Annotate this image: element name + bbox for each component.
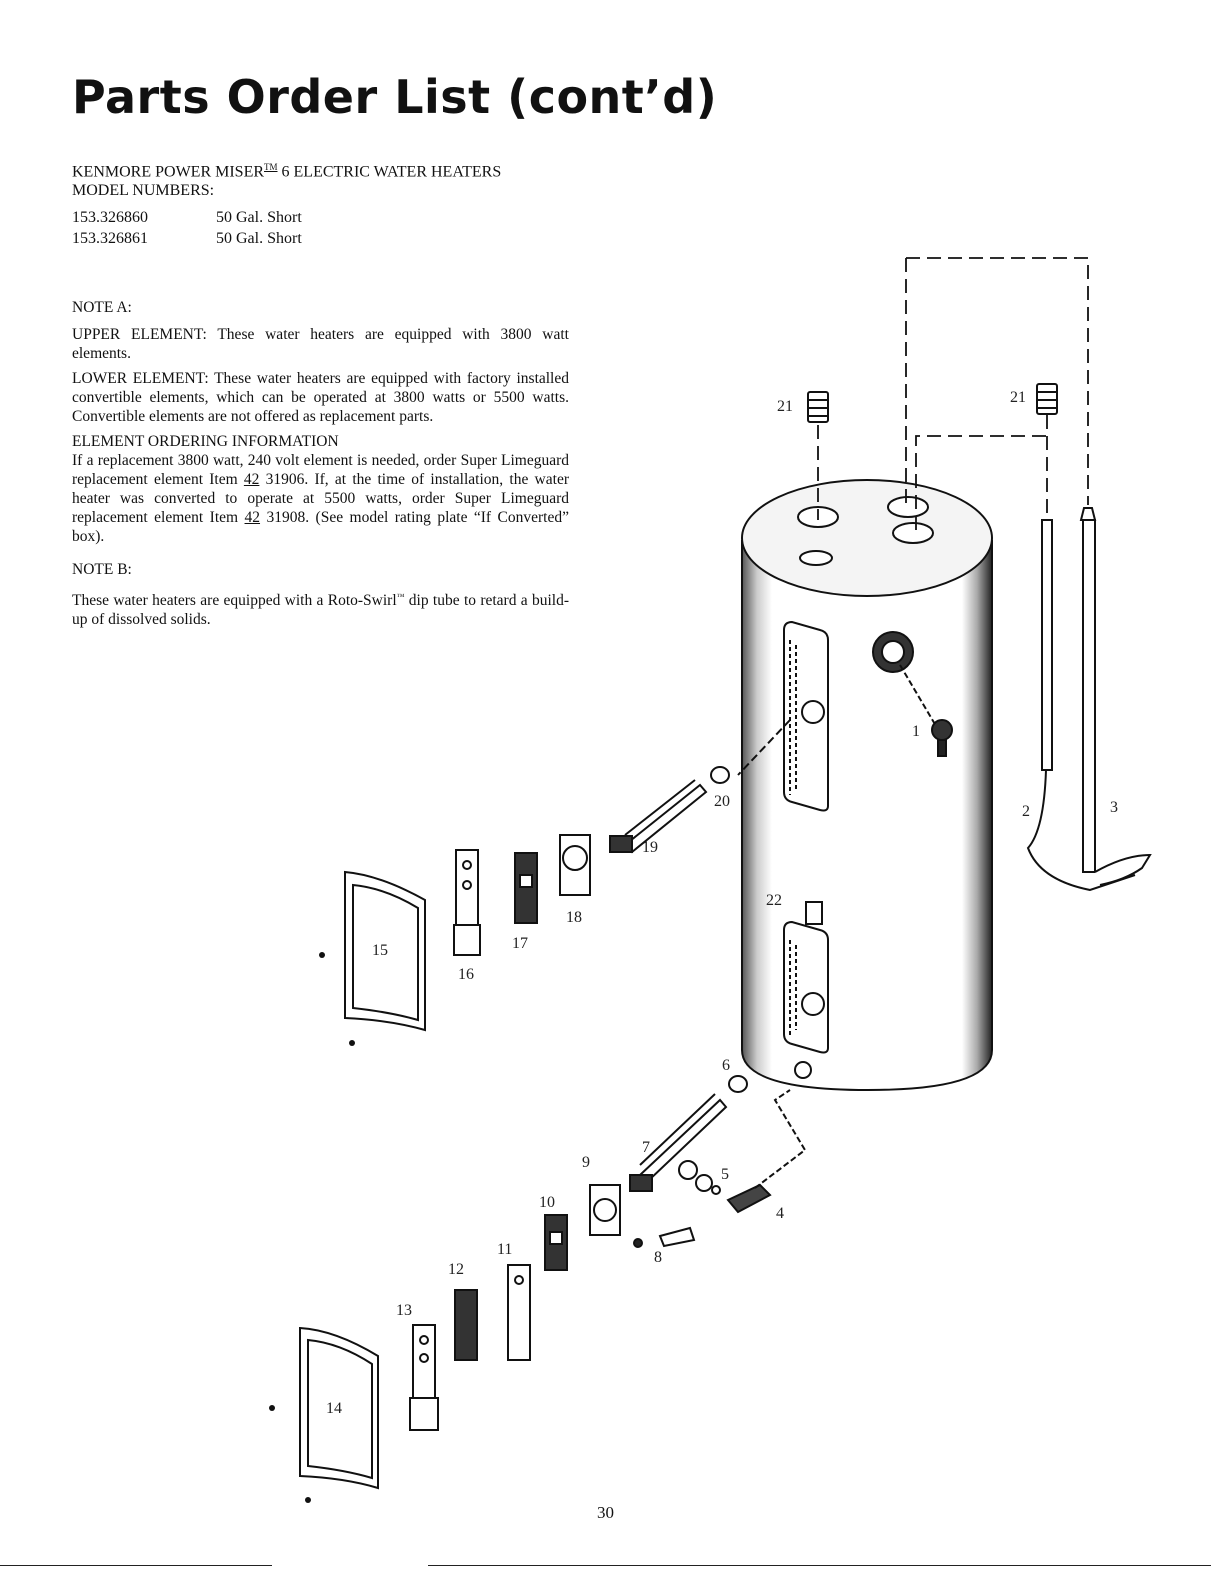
model-description: 50 Gal. Short	[216, 209, 302, 226]
water-heater-tank	[741, 479, 993, 1092]
upper-element-text: These water heaters are equipped with 38…	[72, 326, 569, 362]
model-list: 153.326860 50 Gal. Short 153.326861 50 G…	[72, 207, 302, 249]
label-part-20: 20	[714, 793, 730, 810]
label-part-15: 15	[372, 942, 388, 959]
label-part-9: 9	[582, 1154, 590, 1171]
note-b-text-a: These water heaters are equipped with a …	[72, 592, 397, 610]
upper-element-group	[344, 719, 791, 1032]
brand-line: KENMORE POWER MISERTM 6 ELECTRIC WATER H…	[72, 158, 501, 181]
ordering-text-1: If a replacement 3800 watt, 240 volt ele…	[72, 452, 569, 488]
product-heading: KENMORE POWER MISERTM 6 ELECTRIC WATER H…	[72, 158, 501, 200]
anode-rod	[1079, 507, 1152, 886]
relief-valve	[899, 664, 953, 757]
label-part-7: 7	[642, 1139, 650, 1156]
model-number: 153.326860	[72, 209, 148, 226]
dip-tube	[1026, 519, 1136, 892]
note-b-text: These water heaters are equipped with a …	[72, 587, 569, 629]
label-part-2: 2	[1022, 803, 1030, 820]
label-part-14: 14	[326, 1400, 342, 1417]
item-reference: 42	[244, 509, 261, 526]
trademark-mark: TM	[264, 162, 278, 172]
note-b-text-b: dip tube to retard a build-up of dissolv…	[72, 592, 570, 629]
label-part-11: 11	[497, 1241, 512, 1258]
label-part-18: 18	[566, 909, 582, 926]
label-part-16: 16	[458, 966, 474, 983]
notes-section: NOTE A: UPPER ELEMENT: These water heate…	[72, 298, 569, 635]
model-description: 50 Gal. Short	[216, 230, 302, 247]
upper-element-label: UPPER ELEMENT:	[72, 326, 207, 343]
footer-rule	[428, 1565, 1211, 1566]
upper-element-note: UPPER ELEMENT: These water heaters are e…	[72, 325, 569, 363]
label-part-8: 8	[654, 1249, 662, 1266]
lower-element-note: LOWER ELEMENT: These water heaters are e…	[72, 369, 569, 426]
label-part-10: 10	[539, 1194, 555, 1211]
label-part-3: 3	[1110, 799, 1118, 816]
ordering-text-3: 31908. (See model rating plate “If Conve…	[72, 509, 569, 545]
brand-name: KENMORE POWER MISER	[72, 163, 265, 181]
page-number: 30	[597, 1503, 614, 1522]
model-row: 153.326860 50 Gal. Short	[72, 207, 302, 228]
label-part-17: 17	[512, 935, 528, 952]
connection-lines	[817, 257, 1089, 530]
part-labels: 1 2 3 4 5 6 7 8 9 10 11 12 13 14 15 16 1…	[326, 389, 1118, 1417]
model-row: 153.326861 50 Gal. Short	[72, 228, 302, 249]
label-part-19: 19	[642, 839, 658, 856]
label-part-5: 5	[721, 1166, 729, 1183]
lower-element-group	[299, 1075, 807, 1490]
label-part-6: 6	[722, 1057, 730, 1074]
footer-rule	[0, 1565, 272, 1566]
item-reference: 42	[243, 471, 260, 488]
note-b-tm: ™	[396, 592, 405, 601]
label-part-12: 12	[448, 1261, 464, 1278]
label-part-13: 13	[396, 1302, 412, 1319]
note-b-heading: NOTE B:	[72, 561, 132, 578]
lower-element-text: These water heaters are equipped with fa…	[72, 370, 569, 425]
screw-fasteners	[269, 952, 355, 1503]
page-title: Parts Order List (cont’d)	[72, 70, 718, 124]
ordering-text-2: 31906. If, at the time of installation, …	[72, 471, 569, 526]
label-part-22: 22	[766, 892, 782, 909]
note-a-heading: NOTE A:	[72, 299, 132, 316]
lower-element-label: LOWER ELEMENT:	[72, 370, 209, 387]
model-heading: MODEL NUMBERS:	[72, 182, 215, 200]
ordering-heading: ELEMENT ORDERING INFORMATION	[72, 433, 339, 450]
label-part-21: 21	[1010, 389, 1026, 406]
brand-product: 6 ELECTRIC WATER HEATERS	[277, 163, 502, 181]
model-number: 153.326861	[72, 230, 148, 247]
pipe-nipples	[807, 383, 1058, 423]
label-part-1: 1	[912, 723, 920, 740]
label-part-4: 4	[776, 1205, 784, 1222]
label-part-21: 21	[777, 398, 793, 415]
ordering-text: If a replacement 3800 watt, 240 volt ele…	[72, 451, 569, 546]
